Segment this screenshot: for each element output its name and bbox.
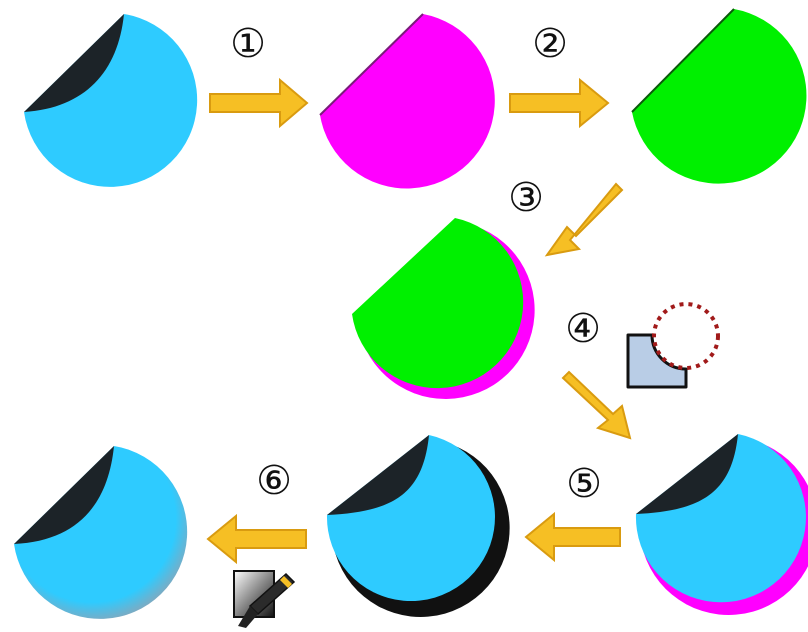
step-5-label: ⑤ [566, 461, 602, 507]
sticker-green-shape [631, 8, 807, 184]
step-2-label: ② [532, 21, 568, 67]
arrow-step-6 [206, 513, 307, 565]
sticker-cyan-magenta-rim [635, 434, 808, 615]
step-4-label: ④ [565, 306, 601, 352]
step-6-label: ⑥ [256, 458, 292, 504]
arrow-step-3 [544, 182, 624, 257]
arrow-step-4 [561, 370, 632, 440]
arrow-step-2 [509, 77, 610, 129]
gradient-brush-icon [233, 570, 296, 628]
step-1-label: ① [230, 21, 266, 67]
sticker-curl [24, 14, 124, 112]
subtract-path-icon [626, 302, 720, 389]
sticker-green-over-magenta [352, 218, 535, 399]
arrow-step-1 [209, 77, 309, 129]
sticker-original [24, 14, 198, 187]
sticker-soft-gradient [14, 446, 188, 619]
sticker-body [24, 14, 198, 187]
step-3-label: ③ [508, 175, 544, 221]
sticker-magenta-shape [319, 13, 495, 189]
arrow-step-5 [524, 511, 621, 563]
sticker-cyan-black-rim [326, 435, 510, 617]
